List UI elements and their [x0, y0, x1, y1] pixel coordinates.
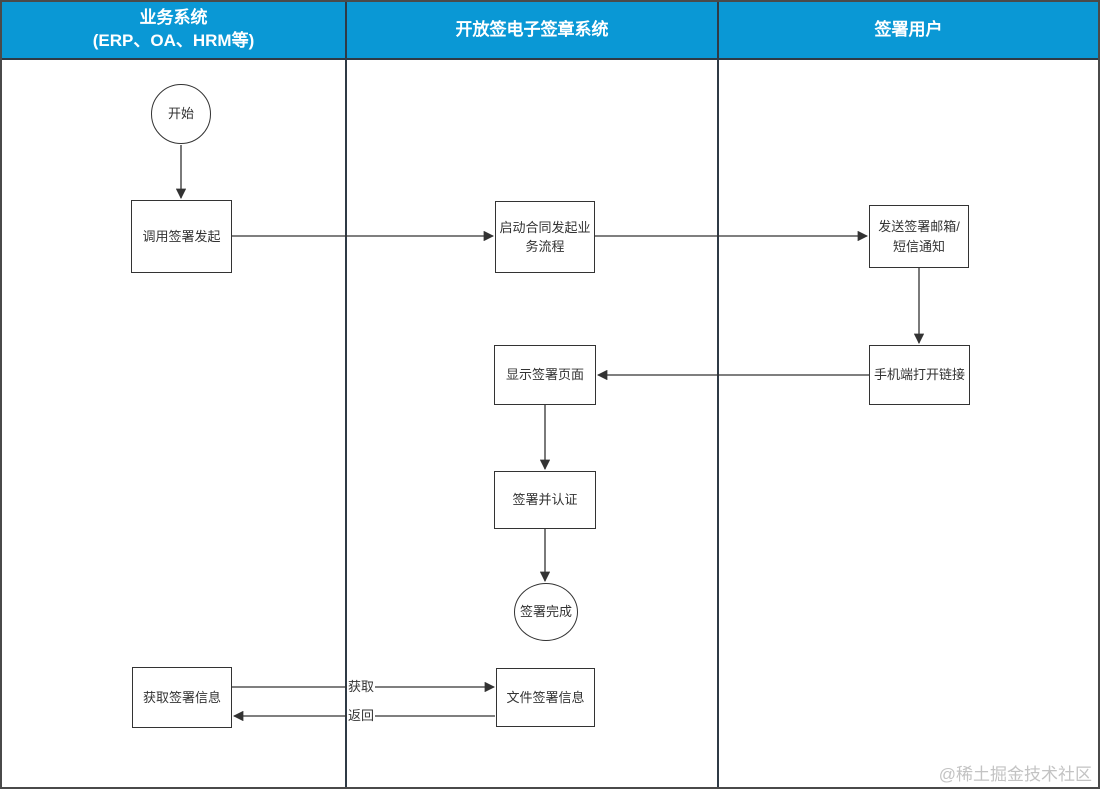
lane-header-row: 业务系统 (ERP、OA、HRM等) 开放签电子签章系统 签署用户: [2, 2, 1098, 60]
lane-title: 签署用户: [874, 19, 943, 39]
lane-title-line2: (ERP、OA、HRM等): [92, 31, 255, 50]
node-file-signing-info: 文件签署信息: [496, 668, 595, 727]
node-sign-and-authenticate: 签署并认证: [494, 471, 596, 529]
lane-header-esign-system: 开放签电子签章系统: [345, 2, 717, 58]
lane-title: 开放签电子签章系统: [455, 19, 609, 39]
watermark-text: @稀土掘金技术社区: [938, 765, 1092, 784]
node-get-signing-info: 获取签署信息: [132, 667, 232, 728]
lane-title-line1: 业务系统: [139, 8, 208, 28]
edge-label-get: 获取: [347, 678, 376, 696]
node-signing-complete: 签署完成: [514, 583, 578, 641]
edge-label-return: 返回: [347, 707, 376, 725]
lane-divider-2: [717, 60, 719, 787]
lane-header-signing-user: 签署用户: [717, 2, 1098, 58]
node-open-link-on-mobile: 手机端打开链接: [869, 345, 970, 405]
node-start: 开始: [151, 84, 211, 144]
lane-header-business-system: 业务系统 (ERP、OA、HRM等): [2, 2, 345, 58]
node-start-contract-flow: 启动合同发起业务流程: [495, 201, 595, 273]
node-send-email-sms-notice: 发送签署邮箱/短信通知: [869, 205, 969, 268]
node-show-signing-page: 显示签署页面: [494, 345, 596, 405]
node-invoke-sign-initiation: 调用签署发起: [131, 200, 232, 273]
lane-divider-1: [345, 60, 347, 787]
